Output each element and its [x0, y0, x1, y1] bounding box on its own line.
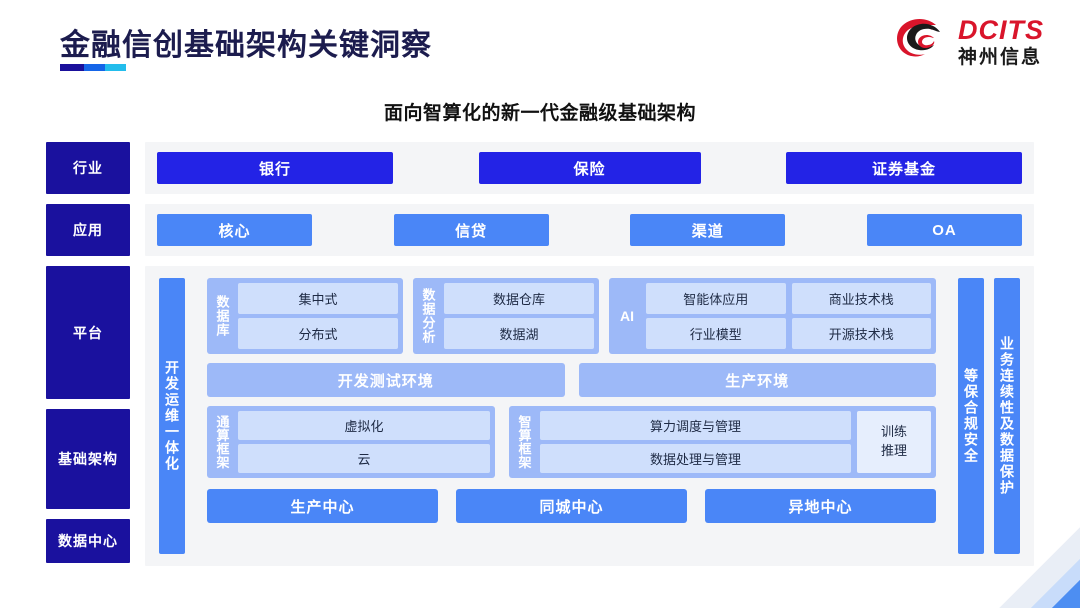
logo-text-en: DCITS	[958, 15, 1044, 45]
datacenter-same-city[interactable]: 同城中心	[456, 489, 687, 523]
page-header: 金融信创基础架构关键洞察 DCITS 神州信息	[0, 0, 1080, 86]
layer-application: 应用 核心 信贷 渠道 OA	[46, 204, 1034, 256]
ai-column-right: 商业技术栈 开源技术栈	[791, 283, 931, 349]
cell-agent-application[interactable]: 智能体应用	[646, 283, 786, 314]
cell-cloud[interactable]: 云	[238, 444, 490, 473]
layer-label-industry: 行业	[46, 142, 130, 194]
cell-compute-scheduling[interactable]: 算力调度与管理	[540, 411, 851, 440]
capability-group-database: 数据库 集中式 分布式	[207, 278, 403, 354]
platform-infrastructure-panel: 开发运维一体化 数据库 集中式 分布式 数据分析 数据仓库 数据湖	[145, 266, 1034, 566]
framework-title-general: 通算框架	[214, 415, 230, 469]
dcits-swirl-logo-icon	[897, 19, 940, 57]
capability-group-data-analytics: 数据分析 数据仓库 数据湖	[413, 278, 599, 354]
architecture-diagram: 行业 银行 保险 证券基金 应用 核心 信贷 渠道 OA 平台 基础架构 数据中…	[46, 142, 1034, 566]
application-item-channel[interactable]: 渠道	[630, 214, 786, 246]
pillar-devops[interactable]: 开发运维一体化	[159, 278, 185, 554]
page-title: 金融信创基础架构关键洞察	[60, 29, 432, 62]
application-item-core[interactable]: 核心	[157, 214, 312, 246]
cell-distributed[interactable]: 分布式	[238, 318, 398, 349]
cell-virtualization[interactable]: 虚拟化	[238, 411, 490, 440]
group-cells-data-analytics: 数据仓库 数据湖	[444, 283, 594, 349]
capability-groups-row: 数据库 集中式 分布式 数据分析 数据仓库 数据湖 AI	[207, 278, 936, 354]
group-title-data-analytics: 数据分析	[420, 288, 436, 344]
logo-wordmark: DCITS 神州信息	[958, 15, 1044, 68]
ai-column-left: 智能体应用 行业模型	[646, 283, 786, 349]
industry-panel: 银行 保险 证券基金	[145, 142, 1034, 194]
deco-stripe-1	[870, 559, 1080, 608]
datacenter-production[interactable]: 生产中心	[207, 489, 438, 523]
cell-commercial-stack[interactable]: 商业技术栈	[791, 283, 931, 314]
environment-production[interactable]: 生产环境	[578, 363, 936, 397]
cell-centralized[interactable]: 集中式	[238, 283, 398, 314]
capability-group-ai: AI 智能体应用 行业模型 商业技术栈 开源技术栈	[609, 278, 936, 354]
cell-train-inference[interactable]: 训练 推理	[857, 411, 931, 473]
layer-label-datacenter: 数据中心	[46, 519, 130, 563]
datacenter-remote[interactable]: 异地中心	[705, 489, 936, 523]
environment-dev-test[interactable]: 开发测试环境	[207, 363, 565, 397]
pillar-business-continuity[interactable]: 业务连续性及数据保护	[994, 278, 1020, 554]
framework-rows-general: 虚拟化 云	[238, 411, 490, 473]
title-accent-rule	[60, 64, 126, 71]
group-title-ai: AI	[620, 308, 634, 324]
framework-ai-compute: 智算框架 算力调度与管理 数据处理与管理 训练 推理	[509, 406, 936, 478]
application-item-oa[interactable]: OA	[866, 214, 1022, 246]
stack-core: 数据库 集中式 分布式 数据分析 数据仓库 数据湖 AI	[195, 278, 948, 554]
framework-rows-ai: 算力调度与管理 数据处理与管理	[540, 411, 851, 473]
group-title-database: 数据库	[214, 295, 230, 337]
group-cells-database: 集中式 分布式	[238, 283, 398, 349]
rule-segment-2	[84, 64, 105, 71]
cell-industry-model[interactable]: 行业模型	[646, 318, 786, 349]
industry-item-insurance[interactable]: 保险	[478, 152, 701, 184]
rule-segment-3	[105, 64, 126, 71]
layer-label-application: 应用	[46, 204, 130, 256]
layer-label-platform: 平台	[46, 266, 130, 399]
brand-logo: DCITS 神州信息	[894, 16, 1044, 68]
environments-row: 开发测试环境 生产环境	[207, 363, 936, 397]
application-panel: 核心 信贷 渠道 OA	[145, 204, 1034, 256]
diagram-subtitle: 面向智算化的新一代金融级基础架构	[383, 103, 696, 124]
compute-frameworks-row: 通算框架 虚拟化 云 智算框架 算力调度与管理 数据处理与管理	[207, 406, 936, 478]
framework-body-ai: 算力调度与管理 数据处理与管理 训练 推理	[540, 411, 931, 473]
rule-segment-1	[60, 64, 84, 71]
cell-opensource-stack[interactable]: 开源技术栈	[791, 318, 931, 349]
layer-industry: 行业 银行 保险 证券基金	[46, 142, 1034, 194]
cell-data-warehouse[interactable]: 数据仓库	[444, 283, 594, 314]
industry-item-bank[interactable]: 银行	[157, 152, 393, 184]
framework-body-general: 虚拟化 云	[238, 411, 490, 473]
layer-label-infrastructure: 基础架构	[46, 409, 130, 509]
stack-layer-labels: 平台 基础架构 数据中心	[46, 266, 130, 573]
framework-title-ai: 智算框架	[516, 415, 532, 469]
datacenter-row: 生产中心 同城中心 异地中心	[207, 489, 936, 523]
cell-data-processing[interactable]: 数据处理与管理	[540, 444, 851, 473]
framework-general-compute: 通算框架 虚拟化 云	[207, 406, 495, 478]
pillar-compliance-security[interactable]: 等保合规安全	[958, 278, 984, 554]
cell-data-lake[interactable]: 数据湖	[444, 318, 594, 349]
group-cells-ai: 智能体应用 行业模型 商业技术栈 开源技术栈	[646, 283, 931, 349]
logo-text-cn: 神州信息	[958, 47, 1043, 68]
industry-item-securities[interactable]: 证券基金	[786, 152, 1022, 184]
application-item-credit[interactable]: 信贷	[393, 214, 549, 246]
